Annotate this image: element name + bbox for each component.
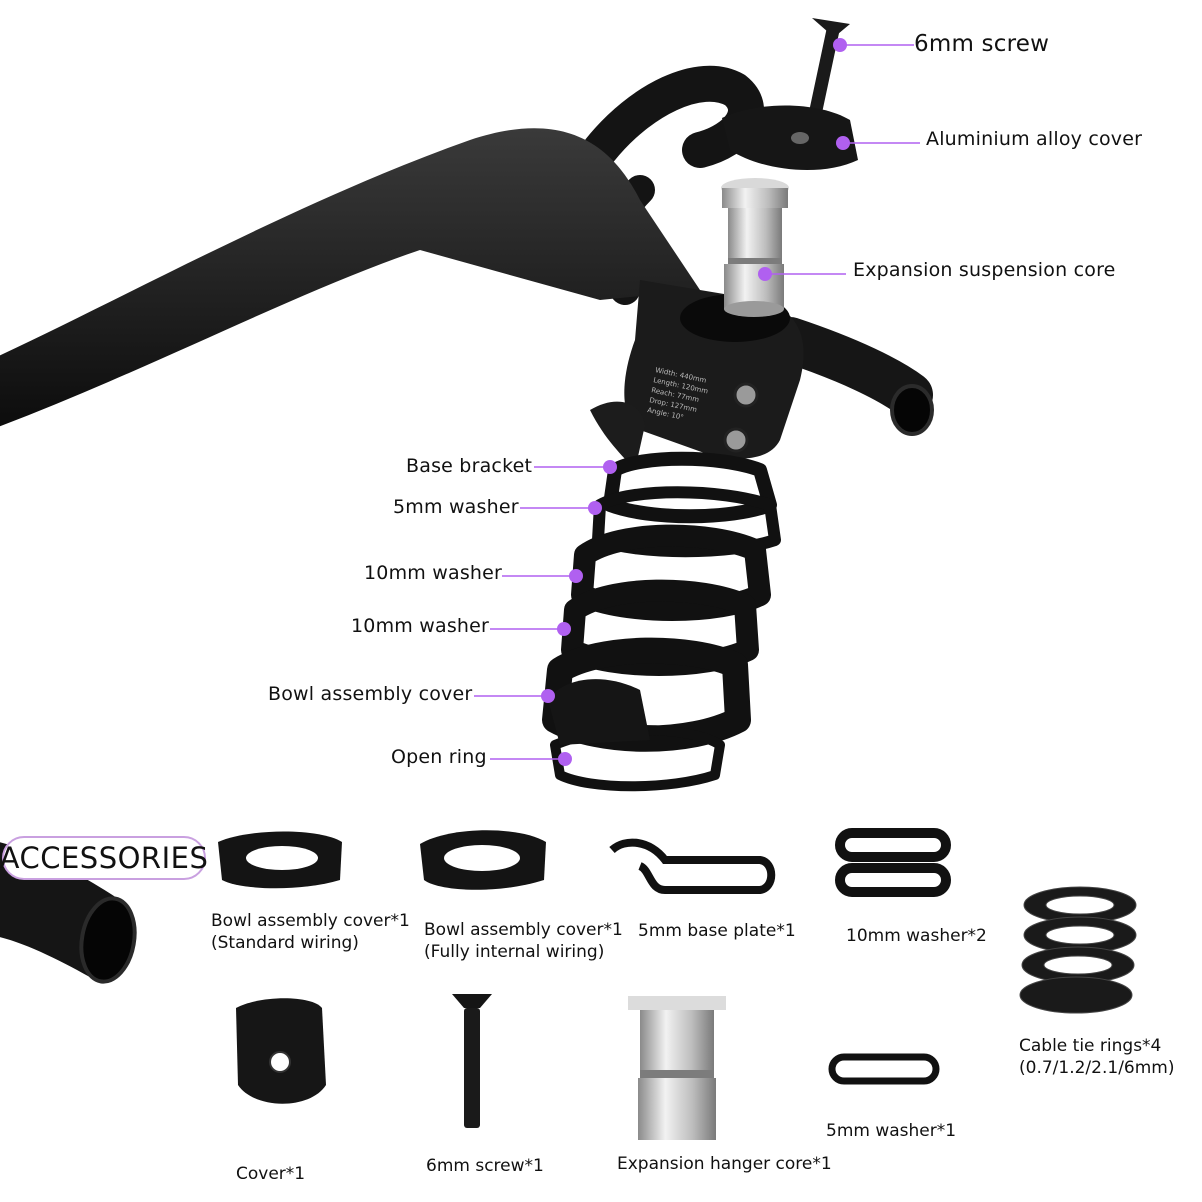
acc-core-image — [628, 996, 726, 1140]
expansion-core-part — [721, 178, 789, 317]
callout-open-ring: Open ring — [391, 746, 487, 768]
callout-screw: 6mm screw — [914, 31, 1050, 57]
callout-expansion-core: Expansion suspension core — [853, 259, 1116, 281]
alloy-cover-part — [722, 105, 858, 171]
acc-cover-image — [236, 998, 326, 1104]
acc-cable-rings-line1: Cable tie rings*4 — [1019, 1036, 1162, 1056]
acc-base-plate-image — [609, 838, 776, 894]
acc-bowl-int-line1: Bowl assembly cover*1 — [424, 920, 623, 940]
bowl-cover-body — [548, 679, 650, 745]
acc-bowl-std-line2: (Standard wiring) — [211, 933, 359, 953]
acc-screw-image — [452, 994, 492, 1128]
handlebar — [0, 65, 934, 984]
screw-part — [809, 18, 850, 113]
acc-cable-rings-label: Cable tie rings*4 (0.7/1.2/2.1/6mm) — [1019, 1035, 1175, 1079]
acc-washer10-label: 10mm washer*2 — [846, 926, 987, 946]
callout-leaders — [474, 38, 920, 766]
acc-bowl-int-line2: (Fully internal wiring) — [424, 942, 605, 962]
acc-cable-rings-image — [1019, 886, 1137, 1014]
acc-base-plate-label: 5mm base plate*1 — [638, 921, 796, 941]
callout-base-bracket: Base bracket — [406, 455, 533, 477]
acc-washer5-image — [828, 1053, 940, 1085]
accessories-badge: ACCESSORIES — [0, 836, 209, 880]
callout-10mm-washer-a: 10mm washer — [364, 562, 503, 584]
acc-screw-label: 6mm screw*1 — [426, 1156, 544, 1176]
acc-washer5-label: 5mm washer*1 — [826, 1121, 957, 1141]
acc-bowl-std-label: Bowl assembly cover*1 (Standard wiring) — [211, 910, 410, 954]
acc-bowl-std-image — [218, 831, 342, 889]
callout-alloy-cover: Aluminium alloy cover — [926, 128, 1143, 150]
acc-washer10-image — [835, 828, 951, 897]
acc-bowl-std-line1: Bowl assembly cover*1 — [211, 911, 410, 931]
acc-core-label: Expansion hanger core*1 — [617, 1154, 832, 1174]
callout-10mm-washer-b: 10mm washer — [351, 615, 490, 637]
callout-bowl-cover: Bowl assembly cover — [268, 683, 473, 705]
acc-cable-rings-line2: (0.7/1.2/2.1/6mm) — [1019, 1058, 1175, 1078]
acc-bowl-int-label: Bowl assembly cover*1 (Fully internal wi… — [424, 919, 623, 963]
callout-5mm-washer: 5mm washer — [393, 496, 519, 518]
acc-bowl-int-image — [420, 830, 546, 890]
acc-cover-label: Cover*1 — [236, 1164, 306, 1184]
accessories-title: ACCESSORIES — [0, 841, 209, 875]
stem-spec-text: Width: 440mm Length: 120mm Reach: 77mm D… — [647, 366, 709, 422]
